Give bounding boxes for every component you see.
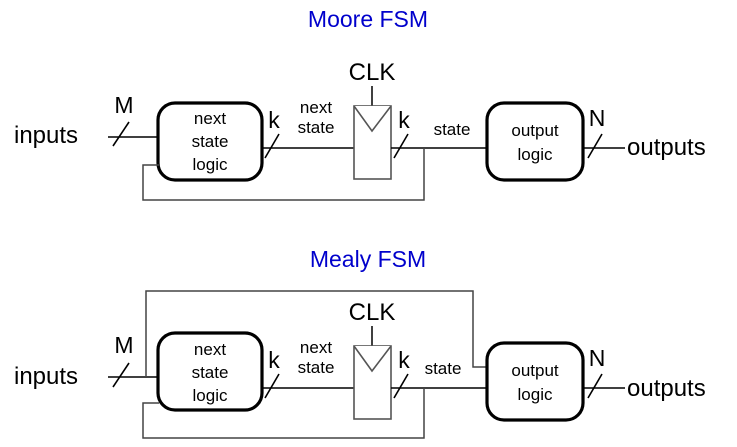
- mealy-state-bus-width: k: [398, 347, 410, 373]
- mealy-clk-label: CLK: [349, 299, 396, 326]
- mealy-ol-line-2: logic: [518, 385, 553, 404]
- moore-outputs-label: outputs: [627, 134, 706, 161]
- moore-state-feedback-path: [142, 148, 425, 201]
- moore-next-state-label-line1: next: [300, 98, 332, 117]
- mealy-output-logic-box: [485, 341, 585, 422]
- mealy-fsm-diagram: Mealy FSM inputs M next state logic k ne…: [14, 246, 706, 439]
- moore-nsl-line-2: state: [192, 132, 229, 151]
- moore-fsm-diagram: Moore FSM inputs M next state logic k ne…: [14, 6, 706, 201]
- mealy-next-state-bus-width: k: [268, 347, 280, 373]
- moore-next-state-label-line2: state: [298, 118, 335, 137]
- mealy-input-bus-width: M: [114, 332, 133, 358]
- moore-next-state-logic-box: [156, 101, 264, 182]
- moore-register-clock-triangle: [353, 105, 392, 133]
- mealy-inputs-label: inputs: [14, 363, 78, 390]
- moore-nsl-line-3: logic: [193, 155, 228, 174]
- moore-ol-line-1: output: [511, 121, 559, 140]
- moore-output-logic-box: [485, 101, 585, 182]
- moore-title: Moore FSM: [308, 6, 428, 32]
- mealy-state-feedback-path: [142, 388, 425, 439]
- mealy-state-bus-slash: [393, 373, 409, 399]
- moore-output-bus-width: N: [589, 105, 606, 131]
- mealy-output-bus-width: N: [589, 345, 606, 371]
- moore-state-bus-slash: [393, 133, 409, 159]
- mealy-next-state-label-line1: next: [300, 338, 332, 357]
- mealy-input-bus-slash: [112, 362, 130, 388]
- moore-inputs-label: inputs: [14, 122, 78, 149]
- moore-next-state-bus-width: k: [268, 107, 280, 133]
- moore-state-bus-width: k: [398, 107, 410, 133]
- mealy-next-state-bus-slash: [264, 373, 280, 399]
- mealy-outputs-label: outputs: [627, 375, 706, 402]
- moore-nsl-line-1: next: [194, 109, 226, 128]
- mealy-output-bus-slash: [587, 373, 603, 399]
- moore-clk-label: CLK: [349, 59, 396, 86]
- mealy-state-label: state: [425, 359, 462, 378]
- mealy-register-clock-triangle: [353, 345, 392, 373]
- moore-ol-line-2: logic: [518, 145, 553, 164]
- mealy-next-state-label-line2: state: [298, 358, 335, 377]
- moore-next-state-bus-slash: [264, 133, 280, 159]
- mealy-next-state-logic-box: [156, 331, 264, 412]
- moore-input-bus-width: M: [114, 92, 133, 118]
- mealy-nsl-line-1: next: [194, 340, 226, 359]
- mealy-nsl-line-3: logic: [193, 386, 228, 405]
- moore-state-label: state: [434, 120, 471, 139]
- mealy-nsl-line-2: state: [192, 363, 229, 382]
- mealy-title: Mealy FSM: [310, 246, 426, 272]
- mealy-input-to-output-logic-path: [145, 290, 489, 377]
- mealy-ol-line-1: output: [511, 361, 559, 380]
- moore-input-bus-slash: [112, 121, 130, 147]
- moore-output-bus-slash: [587, 133, 603, 159]
